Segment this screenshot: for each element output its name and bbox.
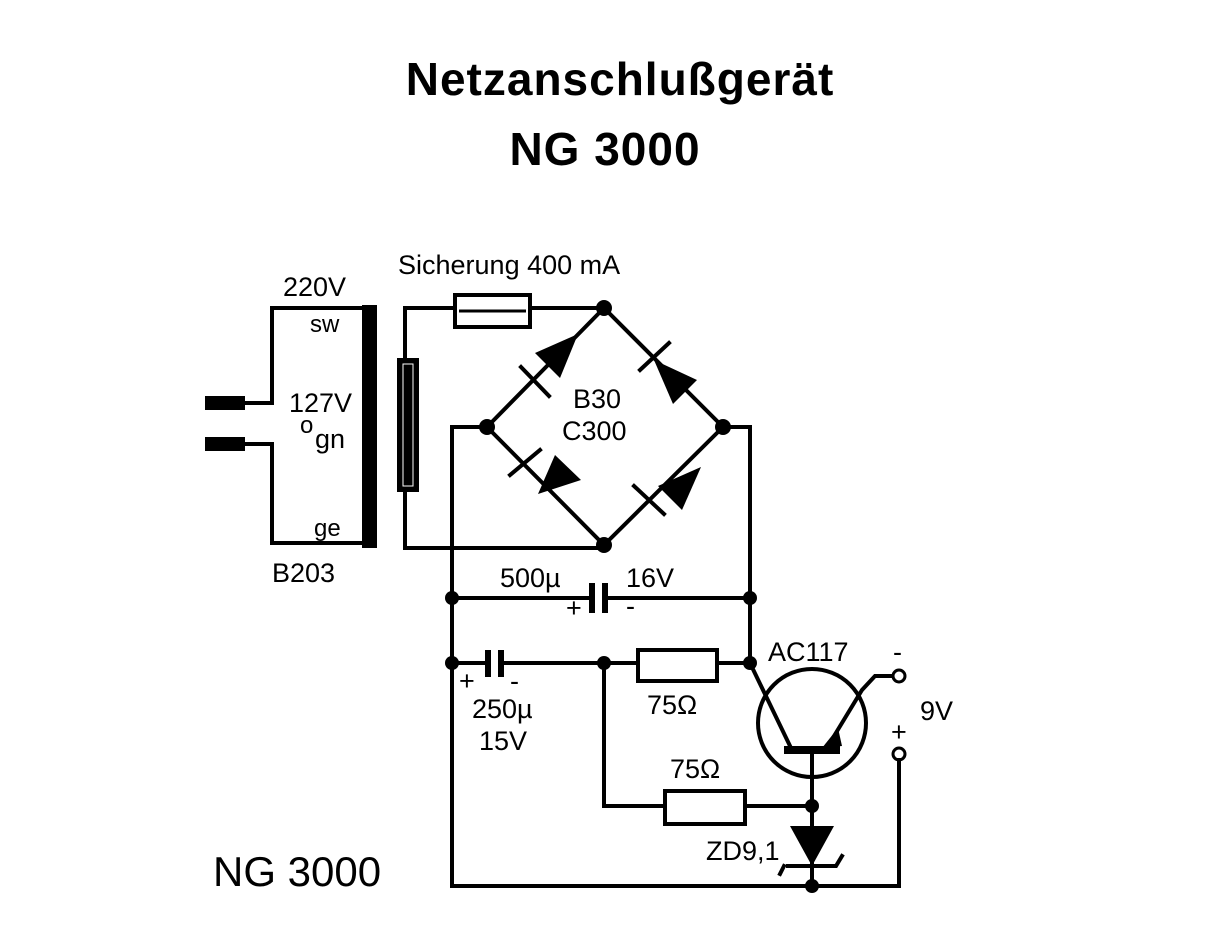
junction-dot	[445, 591, 459, 605]
output-minus-label: -	[893, 637, 902, 667]
transformer: 220V sw 127V o gn ge B203	[272, 272, 419, 588]
junction-dot	[445, 656, 459, 670]
bridge-rectifier: B30 C300	[403, 305, 752, 888]
junction-dot	[596, 300, 612, 316]
transformer-core	[362, 305, 377, 548]
cap1-plus: +	[566, 593, 582, 623]
junction-dots	[445, 300, 819, 893]
footer-model-label: NG 3000	[213, 848, 381, 895]
tap-ge-label: ge	[314, 515, 341, 542]
junction-dot	[597, 656, 611, 670]
transistor-type: AC117	[768, 637, 849, 667]
diagram-model: NG 3000	[509, 123, 701, 175]
tap-gn-label: gn	[315, 424, 345, 454]
plug-pin-top	[205, 396, 245, 410]
zener-diode: ZD9,1	[706, 826, 845, 877]
diode-bottom-right	[631, 467, 701, 517]
output-plus-label: +	[891, 717, 907, 747]
junction-dot	[479, 419, 495, 435]
resistor-1: 75Ω	[602, 648, 752, 720]
resistor2-value: 75Ω	[670, 754, 720, 784]
fuse-label: Sicherung 400 mA	[398, 250, 620, 280]
tap-sw-label: sw	[310, 311, 340, 338]
tap-circle-label: o	[300, 412, 313, 439]
diode-top-right	[637, 340, 697, 404]
junction-dot	[805, 879, 819, 893]
resistor-2: 75Ω	[602, 661, 814, 826]
cap2-capacitance: 250µ	[472, 694, 533, 724]
capacitor-250u: + - 250µ 15V	[450, 650, 606, 756]
junction-dot	[596, 537, 612, 553]
output-voltage-label: 9V	[920, 696, 953, 726]
cap1-minus: -	[626, 591, 635, 621]
junction-dot	[743, 656, 757, 670]
transistor-ac117: AC117	[747, 637, 899, 888]
junction-dot	[743, 591, 757, 605]
rectifier-line2: C300	[562, 416, 627, 446]
rectifier-line1: B30	[573, 384, 621, 414]
junction-dot	[805, 799, 819, 813]
voltage-220-label: 220V	[283, 272, 346, 302]
zener-type: ZD9,1	[706, 836, 780, 866]
diode-top-left	[518, 334, 578, 399]
fuse: Sicherung 400 mA	[398, 250, 620, 329]
capacitor-500u: 500µ 16V + -	[450, 563, 752, 623]
cap1-voltage: 16V	[626, 563, 674, 593]
voltage-127-label: 127V	[289, 388, 352, 418]
plug-pin-bottom	[205, 437, 245, 451]
transformer-type-label: B203	[272, 558, 335, 588]
resistor1-value: 75Ω	[647, 690, 697, 720]
cap2-plus: +	[459, 666, 475, 696]
output-minus-terminal	[891, 668, 907, 684]
cap2-voltage: 15V	[479, 726, 527, 756]
diagram-title: Netzanschlußgerät	[405, 53, 835, 105]
output-terminals: - + 9V	[450, 637, 953, 888]
mains-plug	[205, 306, 362, 545]
cap1-capacitance: 500µ	[500, 563, 561, 593]
junction-dot	[715, 419, 731, 435]
cap2-minus: -	[510, 666, 519, 696]
diode-bottom-left	[507, 447, 581, 494]
